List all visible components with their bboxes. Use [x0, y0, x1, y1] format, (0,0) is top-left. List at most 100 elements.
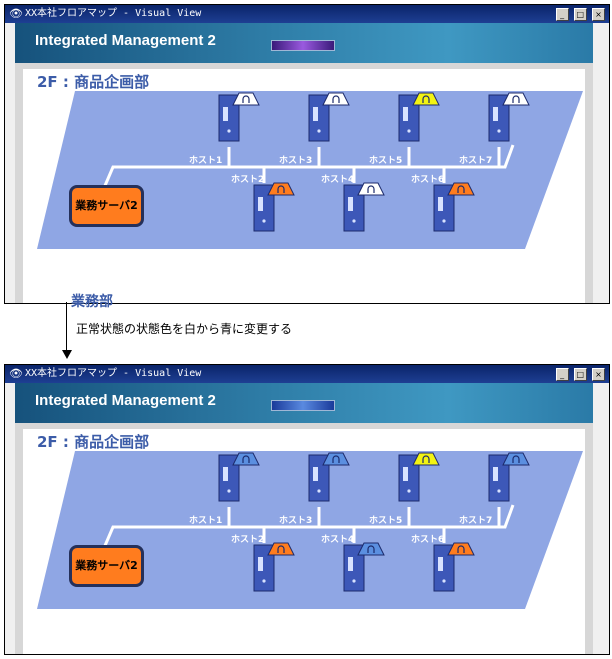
- status-badge-icon: [502, 452, 530, 466]
- power-led: [407, 129, 411, 133]
- server-tower-icon: [488, 94, 510, 142]
- status-badge-icon: [412, 92, 440, 106]
- host-node[interactable]: [218, 452, 260, 502]
- screenshot-after: 👁 XX本社フロアマップ - Visual View _ □ × Integra…: [4, 364, 610, 655]
- maximize-button[interactable]: □: [573, 8, 587, 21]
- drive-bay: [223, 467, 228, 481]
- status-symbol: [367, 545, 375, 553]
- host-node[interactable]: [488, 92, 530, 142]
- change-caption: 正常状態の状態色を白から青に変更する: [76, 322, 293, 336]
- status-badge-icon: [267, 542, 295, 556]
- window-title: XX本社フロアマップ - Visual View: [25, 8, 202, 19]
- window-titlebar: 👁 XX本社フロアマップ - Visual View _ □ ×: [5, 365, 609, 383]
- drive-bay: [348, 557, 353, 571]
- host-label: ホスト5: [369, 155, 402, 166]
- status-badge-icon: [447, 182, 475, 196]
- server-tower-icon: [253, 184, 275, 232]
- power-led: [317, 489, 321, 493]
- host-node[interactable]: [218, 92, 260, 142]
- power-led: [352, 579, 356, 583]
- power-led: [227, 489, 231, 493]
- power-led: [262, 579, 266, 583]
- drive-bay: [313, 107, 318, 121]
- host-node[interactable]: [308, 92, 350, 142]
- status-symbol: [277, 545, 285, 553]
- close-button[interactable]: ×: [592, 368, 605, 381]
- host-node[interactable]: [398, 92, 440, 142]
- status-badge-icon: [267, 182, 295, 196]
- power-led: [352, 219, 356, 223]
- host-node[interactable]: [488, 452, 530, 502]
- status-symbol: [512, 455, 520, 463]
- host-label: ホスト3: [279, 155, 312, 166]
- host-label: ホスト3: [279, 515, 312, 526]
- drive-bay: [258, 197, 263, 211]
- power-led: [317, 129, 321, 133]
- status-symbol: [242, 95, 250, 103]
- close-button[interactable]: ×: [592, 8, 605, 21]
- status-symbol: [422, 95, 430, 103]
- power-led: [497, 489, 501, 493]
- minimize-button[interactable]: _: [555, 368, 569, 381]
- drive-bay: [348, 197, 353, 211]
- window-titlebar: 👁 XX本社フロアマップ - Visual View _ □ ×: [5, 5, 609, 23]
- app-banner: Integrated Management 2: [15, 383, 593, 423]
- minimize-button[interactable]: _: [555, 8, 569, 21]
- power-led: [442, 219, 446, 223]
- drive-bay: [313, 467, 318, 481]
- server-tower-icon: [218, 94, 240, 142]
- server-tower-icon: [343, 184, 365, 232]
- network-line: [99, 144, 515, 196]
- power-led: [407, 489, 411, 493]
- binoculars-icon: 👁: [9, 7, 23, 20]
- status-badge-icon: [232, 452, 260, 466]
- host-node[interactable]: [433, 542, 475, 592]
- server-tower-icon: [253, 544, 275, 592]
- app-name: Integrated Management 2: [35, 392, 216, 409]
- host-label: ホスト2: [231, 174, 264, 185]
- host-label: ホスト4: [321, 174, 354, 185]
- host-node[interactable]: [398, 452, 440, 502]
- drive-bay: [438, 557, 443, 571]
- status-badge-icon: [357, 542, 385, 556]
- host-node[interactable]: [308, 452, 350, 502]
- power-led: [262, 219, 266, 223]
- maximize-button[interactable]: □: [573, 368, 587, 381]
- host-node[interactable]: [343, 182, 385, 232]
- server-tower-icon: [433, 544, 455, 592]
- server-tower-icon: [398, 94, 420, 142]
- host-label: ホスト2: [231, 534, 264, 545]
- server-tower-icon: [343, 544, 365, 592]
- drive-bay: [258, 557, 263, 571]
- app-name: Integrated Management 2: [35, 32, 216, 49]
- drive-bay: [403, 107, 408, 121]
- drive-bay: [438, 197, 443, 211]
- server-node[interactable]: 業務サーバ2: [69, 545, 144, 587]
- server-tower-icon: [308, 94, 330, 142]
- status-badge-icon: [412, 452, 440, 466]
- status-symbol: [422, 455, 430, 463]
- status-badge-icon: [322, 92, 350, 106]
- server-node[interactable]: 業務サーバ2: [69, 185, 144, 227]
- host-label: ホスト6: [411, 534, 444, 545]
- server-tower-icon: [218, 454, 240, 502]
- floor-title: 2F : 商品企画部: [37, 433, 150, 451]
- status-badge-icon: [322, 452, 350, 466]
- next-floor-title: 業務部: [71, 294, 113, 310]
- power-led: [497, 129, 501, 133]
- host-node[interactable]: [433, 182, 475, 232]
- host-label: ホスト6: [411, 174, 444, 185]
- host-node[interactable]: [253, 182, 295, 232]
- host-label: ホスト1: [189, 155, 222, 166]
- drive-bay: [493, 467, 498, 481]
- status-badge-icon: [232, 92, 260, 106]
- host-node[interactable]: [253, 542, 295, 592]
- status-badge-icon: [357, 182, 385, 196]
- host-node[interactable]: [343, 542, 385, 592]
- host-label: ホスト7: [459, 155, 492, 166]
- status-symbol: [332, 95, 340, 103]
- host-label: ホスト5: [369, 515, 402, 526]
